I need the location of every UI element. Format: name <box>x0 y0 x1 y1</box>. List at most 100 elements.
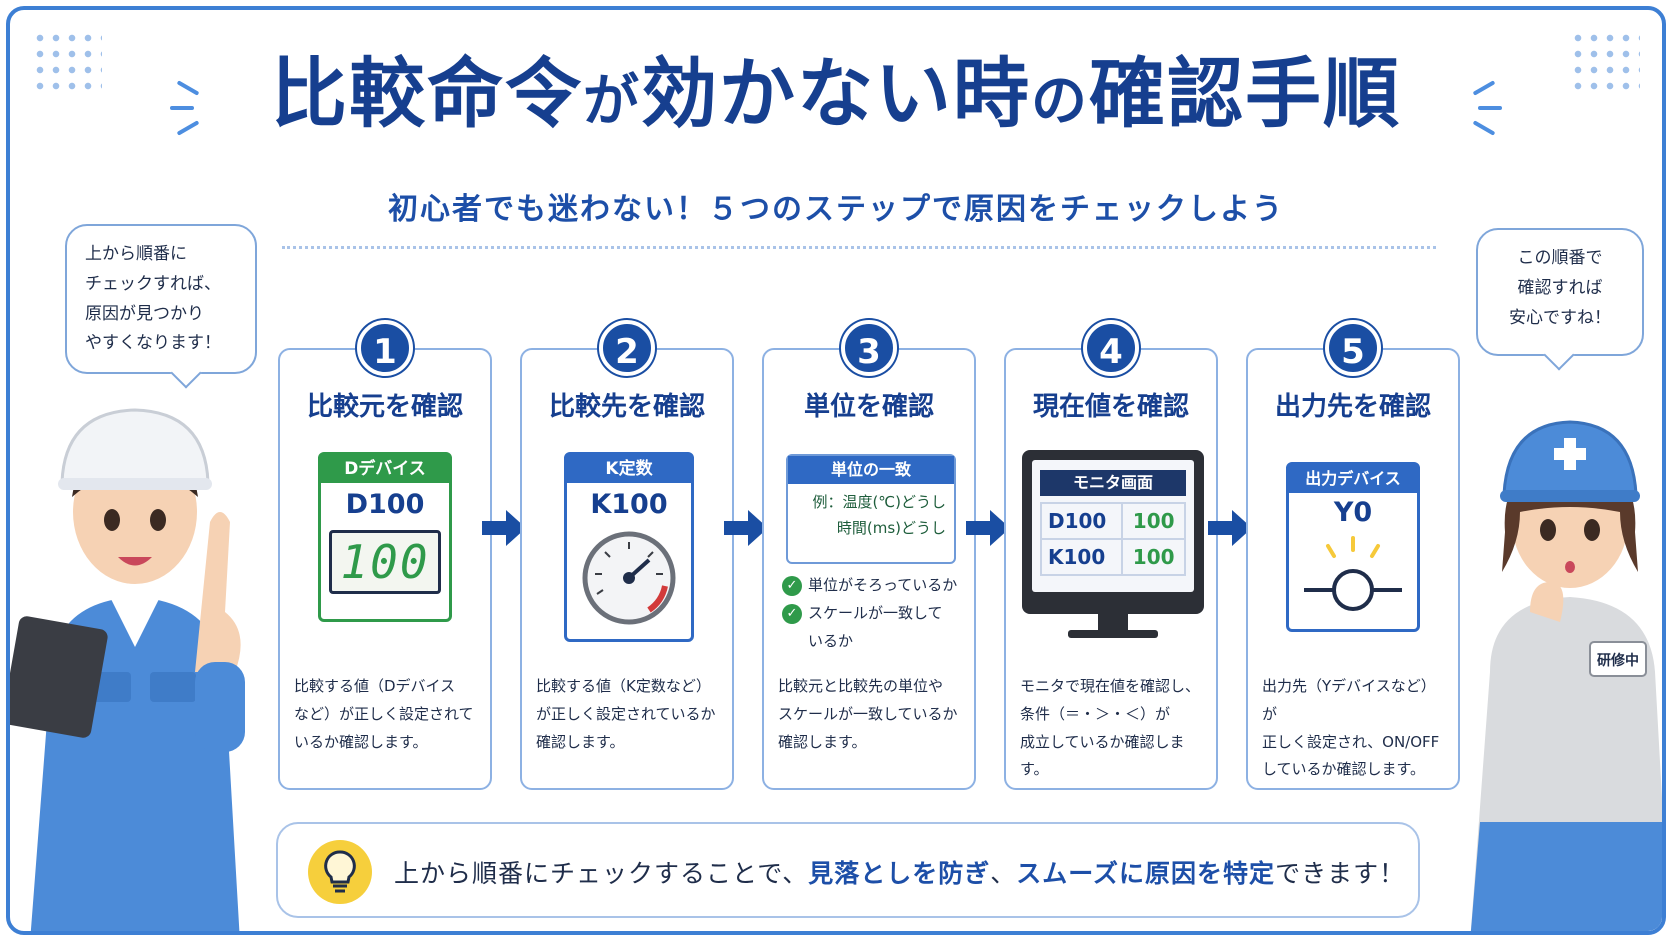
monitor-screen: モニタ画面 D100 100 K100 100 <box>1022 450 1204 638</box>
card-device: K100 <box>590 489 668 520</box>
speech-bubble-right: この順番で 確認すれば 安心ですね！ <box>1476 228 1644 371</box>
example-line: 例：温度(℃)どうし <box>812 493 946 511</box>
desc-line: しているか確認します。 <box>1262 760 1426 779</box>
step-number-badge: 4 <box>1083 320 1139 376</box>
step-title: 単位を確認 <box>803 392 934 422</box>
card-header: 出力デバイス <box>1289 465 1417 493</box>
output-coil-icon <box>1304 536 1402 611</box>
arrow-right-icon <box>724 510 768 546</box>
male-worker-illustration <box>10 408 245 931</box>
summary-text: 上から順番にチェックすることで、見落としを防ぎ、スムーズに原因を特定できます！ <box>394 854 1405 890</box>
desc-line: いるか確認します。 <box>294 732 428 751</box>
infographic-frame: 比較命令が効かない時の確認手順 初心者でも迷わない！５つのステップで原因をチェッ… <box>6 6 1666 935</box>
step-card-5: 5 出力先を確認 出力デバイス Y0 出力先（Yデバイスなど）が 正しく設定され… <box>1246 320 1460 790</box>
title-area: 比較命令が効かない時の確認手順 <box>10 49 1662 165</box>
title-part-3: 効かない時 <box>641 49 1031 138</box>
desc-line: 条件（＝・＞・＜）が <box>1020 704 1171 723</box>
summary-part: 上から順番にチェックすることで、 <box>394 859 809 888</box>
card-header: 単位の一致 <box>788 456 954 484</box>
check-item: 単位がそろっているか <box>808 576 958 594</box>
d-device-card: Dデバイス D100 100 <box>318 452 452 622</box>
lightbulb-icon <box>308 840 372 904</box>
step-card-1: 1 比較元を確認 Dデバイス D100 100 比較する値（Dデバイス など）が… <box>278 320 492 790</box>
divider <box>282 246 1436 249</box>
desc-line: 比較元と比較先の単位や <box>778 677 944 695</box>
spark-icon-left <box>170 80 210 140</box>
row-device: D100 <box>1039 502 1124 540</box>
row-device: K100 <box>1039 538 1124 576</box>
bubble-right-line: 確認すれば <box>1517 277 1603 298</box>
table-row: D100 100 <box>1039 502 1186 540</box>
page-title: 比較命令が効かない時の確認手順 <box>271 49 1401 165</box>
summary-highlight: スムーズに原因を特定 <box>1016 859 1276 888</box>
title-part-1: 比較命令 <box>271 49 583 138</box>
step-card-4: 4 現在値を確認 モニタ画面 D100 100 K100 100 <box>1004 320 1218 790</box>
card-device: D100 <box>345 489 425 520</box>
summary-banner: 上から順番にチェックすることで、見落としを防ぎ、スムーズに原因を特定できます！ <box>276 822 1420 918</box>
spark-icon-right <box>1462 80 1502 140</box>
subtitle: 初心者でも迷わない！５つのステップで原因をチェックしよう <box>388 192 1284 227</box>
k-constant-card: K定数 K100 <box>564 452 694 642</box>
title-highlight <box>274 137 666 165</box>
summary-part: 、 <box>990 859 1017 888</box>
step-description: 比較元と比較先の単位や スケールが一致しているか 確認します。 <box>778 673 966 756</box>
lcd-value: 100 <box>329 530 441 594</box>
trainee-name-badge: 研修中 <box>1597 652 1639 669</box>
unit-match-card: 単位の一致 例：温度(℃)どうし 時間(ms)どうし <box>786 454 956 564</box>
checklist: ✓ 単位がそろっているか ✓ スケールが一致して いるか <box>782 572 957 655</box>
desc-line: が正しく設定されているか <box>536 704 716 723</box>
row-value: 100 <box>1121 502 1186 540</box>
desc-line: スケールが一致しているか <box>778 704 958 723</box>
output-device-card: 出力デバイス Y0 <box>1286 462 1420 632</box>
card-device: Y0 <box>1333 497 1373 528</box>
decor-dots-right <box>1570 30 1640 90</box>
desc-line: 出力先（Yデバイスなど）が <box>1262 677 1436 723</box>
bubble-left-line: やすくなります！ <box>85 333 221 354</box>
summary-highlight: 見落としを防ぎ <box>808 859 991 888</box>
check-icon: ✓ <box>782 576 802 596</box>
step-card-2: 2 比較先を確認 K定数 K100 比較する値（K定数など） が正しく設定されて… <box>520 320 734 790</box>
row-value: 100 <box>1121 538 1186 576</box>
table-row: K100 100 <box>1039 538 1186 576</box>
step-title: 比較先を確認 <box>548 392 705 422</box>
card-header: Dデバイス <box>321 455 449 483</box>
example-line: 時間(ms)どうし <box>836 518 946 537</box>
title-part-2: が <box>583 69 641 134</box>
desc-line: モニタで現在値を確認し、 <box>1020 677 1201 695</box>
female-trainee-illustration: 研修中 <box>1470 420 1662 931</box>
desc-line: 成立しているか確認します。 <box>1020 732 1185 779</box>
check-icon: ✓ <box>782 603 802 624</box>
step-description: 比較する値（Dデバイス など）が正しく設定されて いるか確認します。 <box>294 673 482 756</box>
step-description: 出力先（Yデバイスなど）が 正しく設定され、ON/OFF しているか確認します。 <box>1262 673 1450 784</box>
arrow-right-icon <box>482 510 526 546</box>
step-number-badge: 1 <box>357 320 413 376</box>
step-card-3: 3 単位を確認 単位の一致 例：温度(℃)どうし 時間(ms)どうし ✓単位がそ… <box>762 320 976 790</box>
bubble-right-line: この順番で <box>1517 248 1603 268</box>
arrow-right-icon <box>966 510 1010 546</box>
card-header: モニタ画面 <box>1040 470 1186 496</box>
speech-bubble-left: 上から順番に チェックすれば、 原因が見つかり やすくなります！ <box>65 224 257 389</box>
step-description: モニタで現在値を確認し、 条件（＝・＞・＜）が 成立しているか確認します。 <box>1020 673 1208 784</box>
bubble-right-line: 安心ですね！ <box>1509 307 1611 328</box>
monitor-table: D100 100 K100 100 <box>1039 502 1186 576</box>
step-number-badge: 5 <box>1325 320 1381 376</box>
desc-line: 確認します。 <box>778 732 867 751</box>
bubble-left-line: 原因が見つかり <box>85 303 204 324</box>
summary-part: できます！ <box>1275 859 1406 888</box>
card-header: K定数 <box>567 455 691 483</box>
check-item: スケールが一致して <box>808 603 943 622</box>
desc-line: など）が正しく設定されて <box>294 704 474 723</box>
desc-line: 正しく設定され、ON/OFF <box>1262 732 1440 751</box>
desc-line: 比較する値（K定数など） <box>536 677 711 695</box>
step-title: 出力先を確認 <box>1274 392 1431 422</box>
title-part-4: の <box>1031 69 1089 134</box>
unit-example: 例：温度(℃)どうし 時間(ms)どうし <box>788 484 954 547</box>
step-title: 現在値を確認 <box>1032 392 1189 422</box>
check-item: いるか <box>808 631 854 650</box>
step-title: 比較元を確認 <box>306 392 463 422</box>
desc-line: 確認します。 <box>536 732 625 751</box>
bubble-left-line: 上から順番に <box>85 244 187 264</box>
desc-line: 比較する値（Dデバイス <box>294 677 456 695</box>
arrow-right-icon <box>1208 510 1252 546</box>
decor-dots-left <box>32 30 102 90</box>
